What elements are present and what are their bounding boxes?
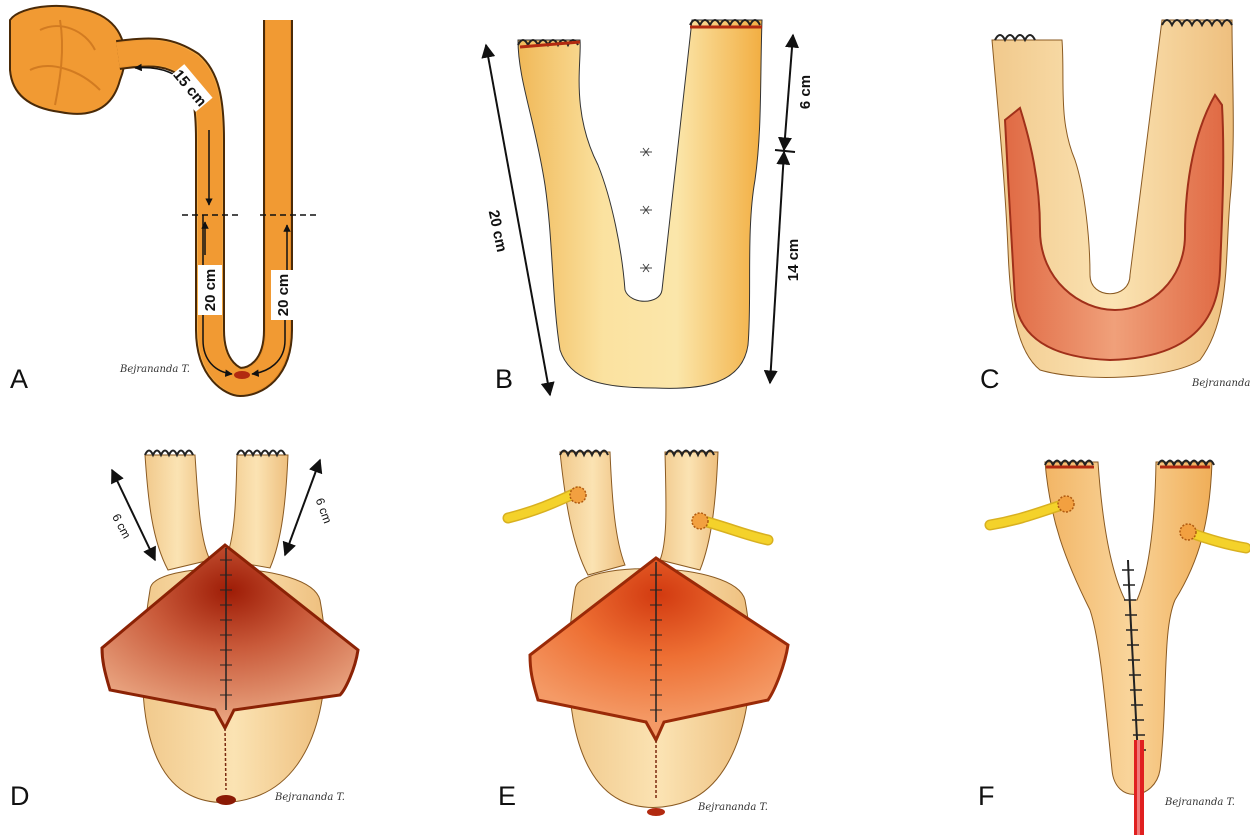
panel-letter-c: C	[980, 364, 1000, 394]
cecum-shape	[10, 6, 125, 114]
panel-letter-b: B	[495, 364, 513, 394]
stay-sutures	[640, 148, 652, 272]
label-20cm-left: 20 cm	[202, 269, 219, 312]
signature-a: Bejrananda T.	[119, 364, 190, 375]
flap-e	[530, 558, 788, 740]
panel-a: 15 cm 20 cm 20 cm A Bejrananda T.	[10, 6, 318, 394]
limb-left-e	[560, 452, 625, 575]
urethral-opening-e	[647, 808, 665, 816]
label-6cm-d-right: 6 cm	[313, 496, 335, 525]
limb-left-d	[145, 455, 210, 570]
pouch-f	[1045, 462, 1212, 794]
signature-d: Bejrananda T.	[274, 792, 345, 803]
signature-f: Bejrananda T.	[1164, 797, 1235, 808]
panel-letter-d: D	[10, 781, 30, 811]
panel-letter-f: F	[978, 781, 995, 811]
u-shaped-bowel-b	[518, 20, 762, 388]
arrow-6cm-d-right	[285, 460, 320, 555]
label-20cm-right: 20 cm	[275, 274, 292, 317]
signature-c: Bejrananda T.	[1191, 378, 1250, 389]
panel-e: E Bejrananda T.	[498, 451, 788, 817]
label-6cm-b: 6 cm	[797, 75, 814, 109]
panel-f: F Bejrananda T.	[978, 461, 1246, 835]
panel-b: 20 cm 6 cm 14 cm B	[485, 20, 814, 395]
panel-letter-a: A	[10, 364, 28, 394]
signature-e: Bejrananda T.	[697, 802, 768, 813]
arrow-6cm-b	[784, 35, 793, 150]
panel-letter-e: E	[498, 781, 516, 811]
label-20cm-b: 20 cm	[485, 208, 510, 253]
apex-opening	[234, 371, 250, 379]
urethral-opening-d	[216, 795, 236, 805]
limb-right-e	[660, 452, 718, 570]
panel-c: C Bejrananda T.	[980, 20, 1250, 394]
label-6cm-d-left: 6 cm	[109, 511, 134, 541]
label-14cm: 14 cm	[785, 239, 802, 282]
arrow-14cm	[770, 152, 784, 383]
panel-d: 6 cm 6 cm D Bejrananda T.	[10, 451, 358, 812]
